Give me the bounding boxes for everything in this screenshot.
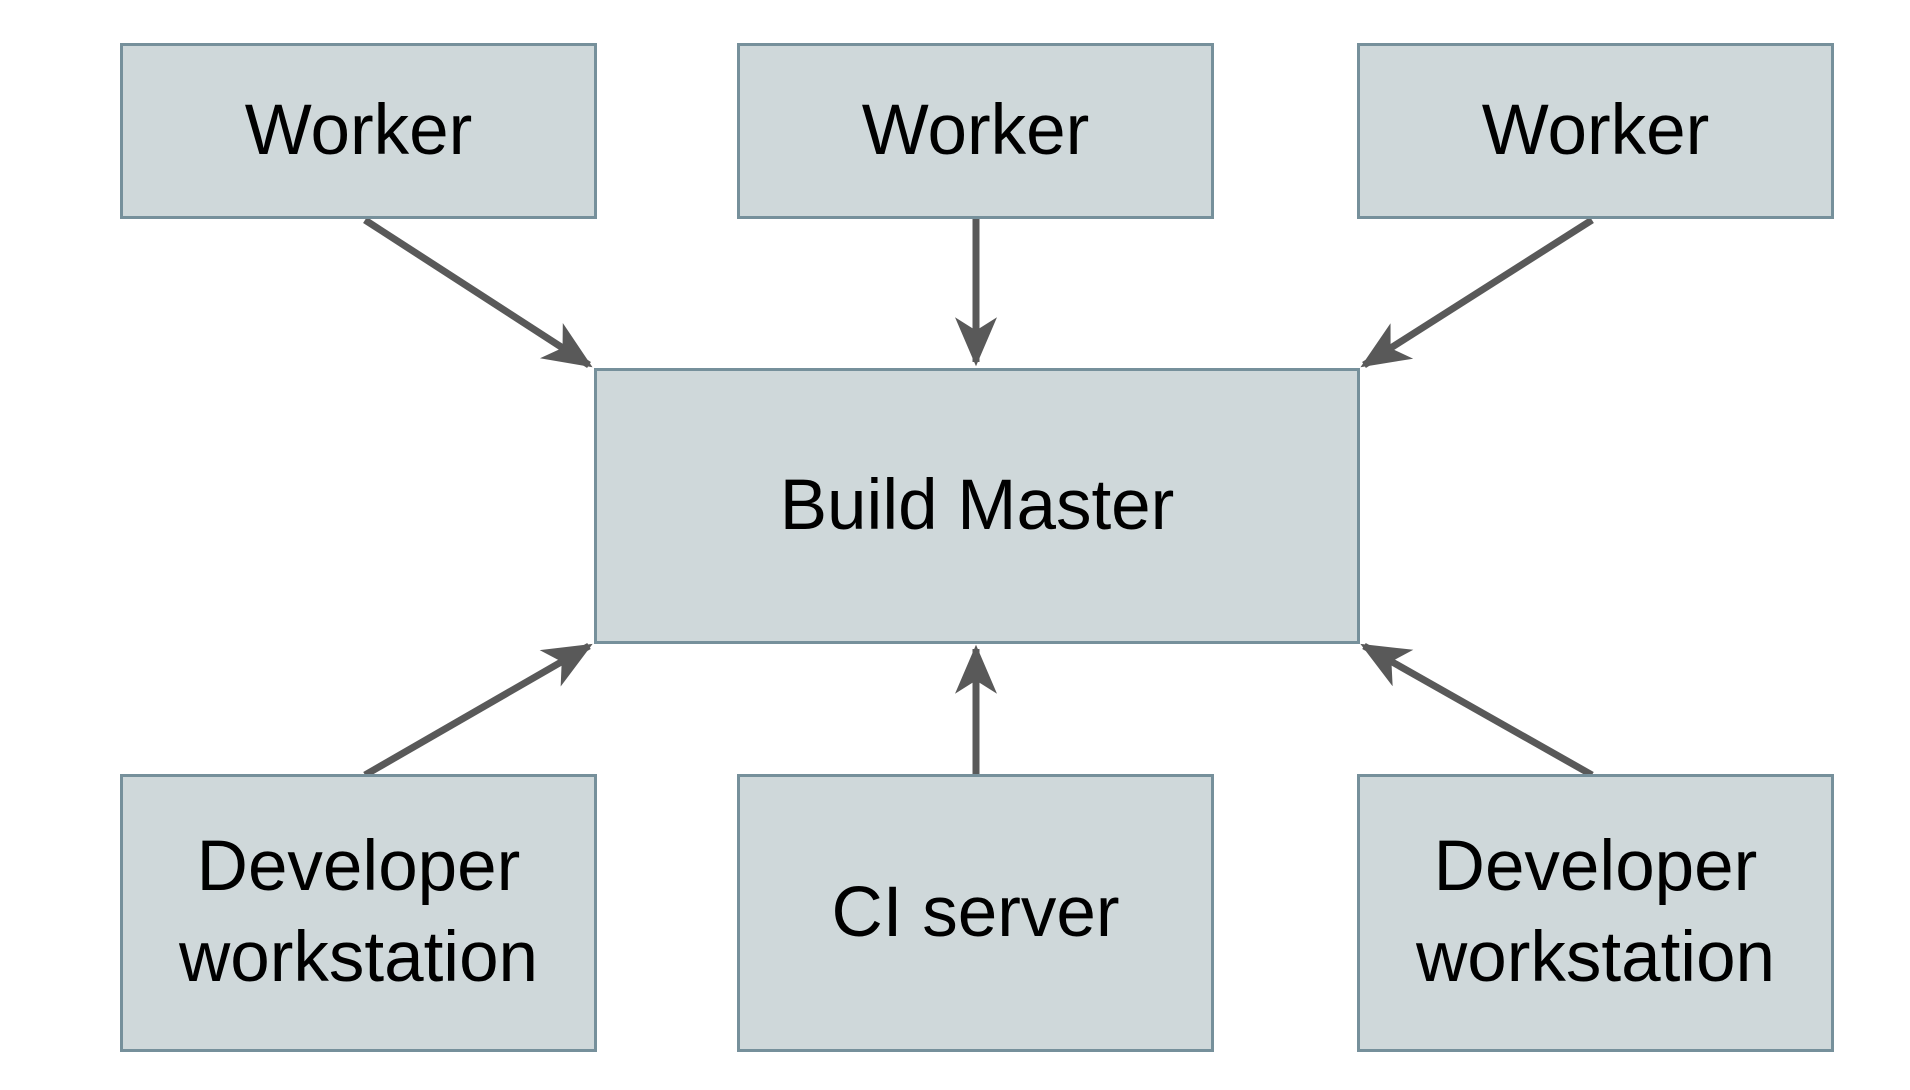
node-build-master: Build Master: [594, 368, 1360, 644]
node-label: Worker: [1481, 90, 1710, 170]
node-ci-server: CI server: [737, 774, 1214, 1052]
arrow-worker-3-to-build-master: [1360, 217, 1594, 368]
node-worker-2: Worker: [737, 43, 1214, 219]
arrow-dev-workstation-left-to-build-master: [363, 642, 593, 779]
node-label: Worker: [861, 90, 1090, 170]
node-label: Developer workstation: [178, 827, 539, 997]
node-developer-workstation-left: Developer workstation: [120, 774, 597, 1052]
node-worker-3: Worker: [1357, 43, 1834, 219]
arrow-worker-1-to-build-master: [363, 217, 593, 368]
node-label: Worker: [244, 90, 473, 170]
node-developer-workstation-right: Developer workstation: [1357, 774, 1834, 1052]
arrow-dev-workstation-right-to-build-master: [1360, 642, 1594, 779]
node-label: Developer workstation: [1415, 827, 1776, 997]
node-label: CI server: [831, 872, 1120, 952]
node-worker-1: Worker: [120, 43, 597, 219]
node-label: Build Master: [779, 465, 1175, 545]
